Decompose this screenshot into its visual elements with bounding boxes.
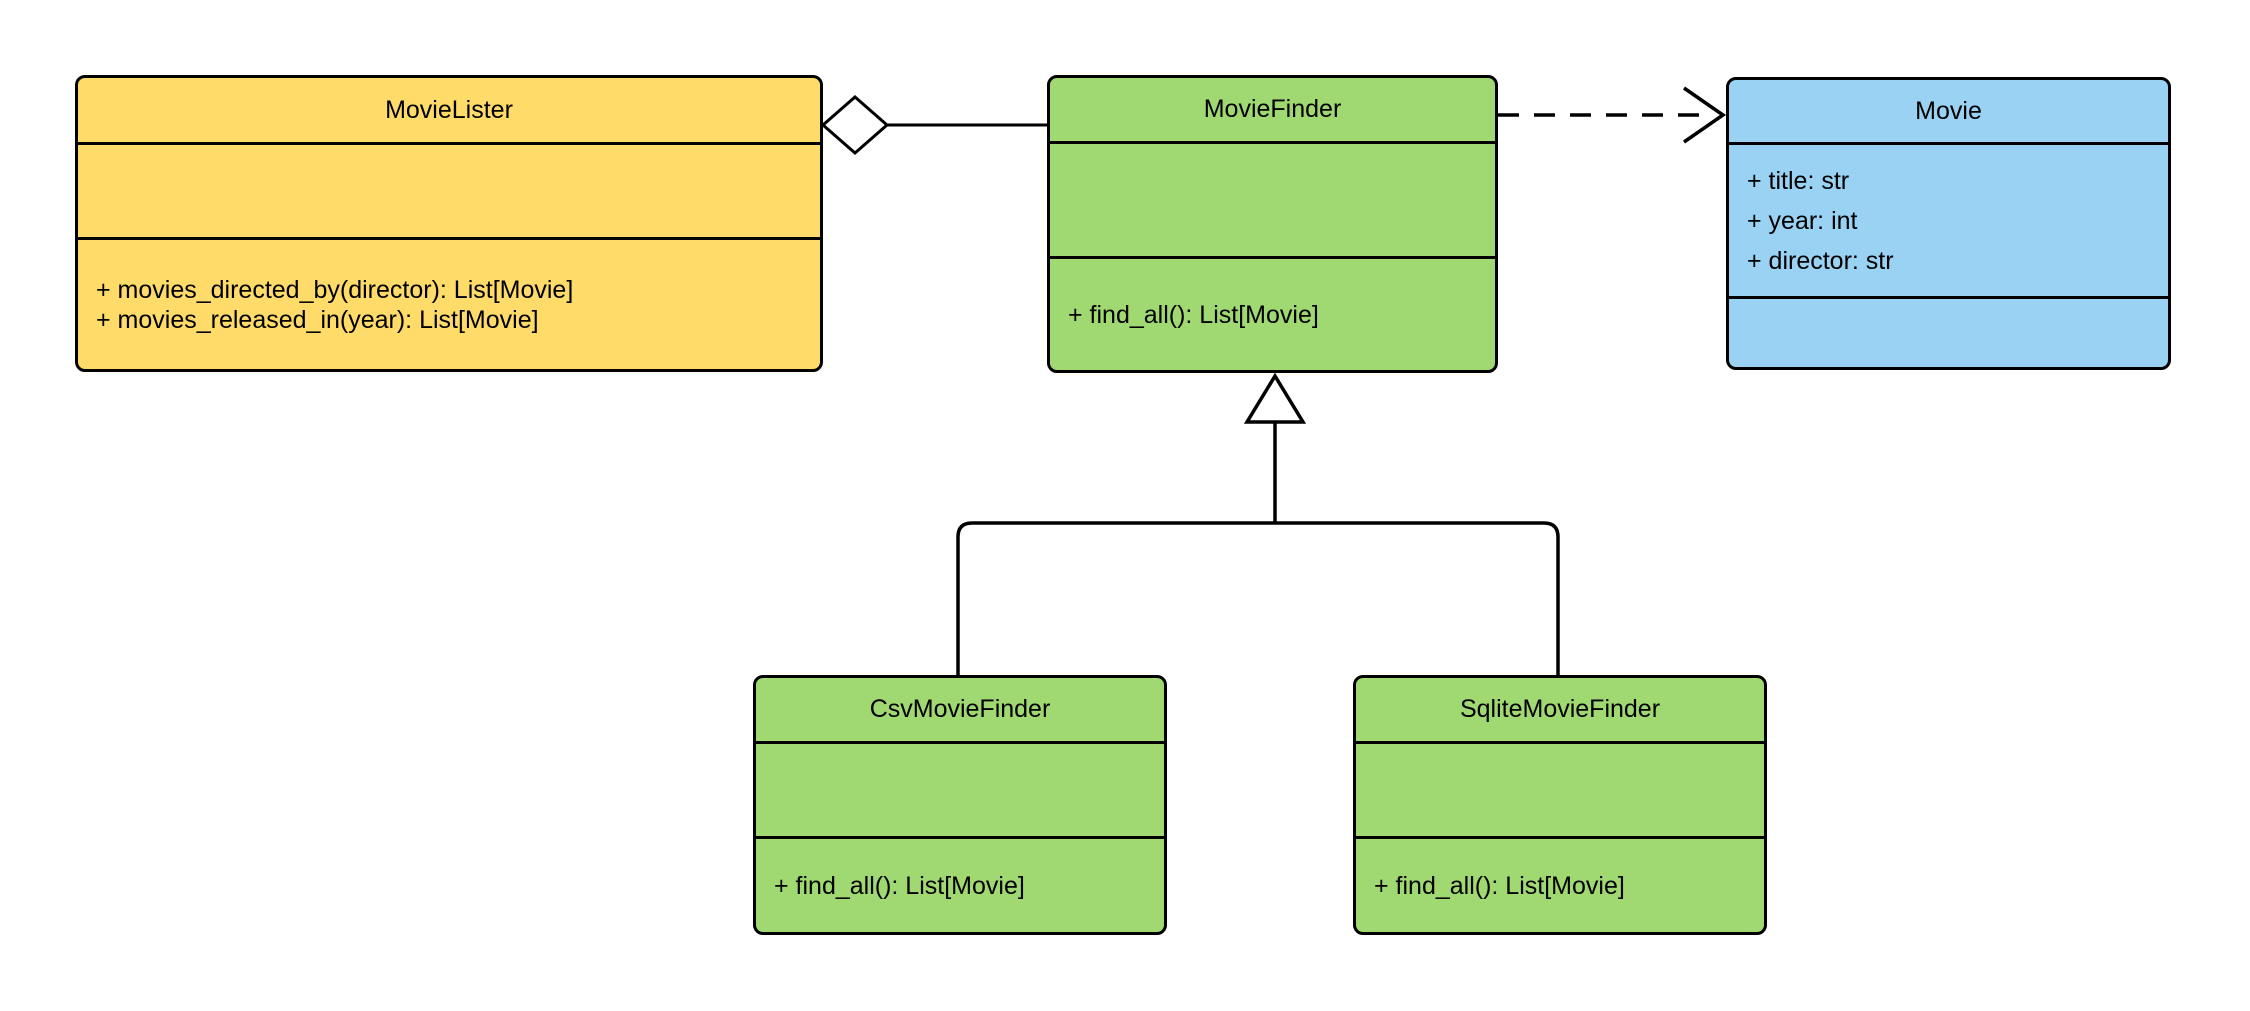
inheritance-connector[interactable] — [956, 372, 1560, 675]
attribute-year: + year: int — [1747, 206, 1858, 235]
class-movielister[interactable]: MovieLister + movies_directed_by(directo… — [75, 75, 823, 372]
class-sqlitemoviefinder-title: SqliteMovieFinder — [1356, 678, 1764, 744]
class-sqlitemoviefinder[interactable]: SqliteMovieFinder + find_all(): List[Mov… — [1353, 675, 1767, 935]
method-find-all: + find_all(): List[Movie] — [774, 871, 1025, 900]
aggregation-connector[interactable] — [820, 95, 1047, 155]
class-moviefinder[interactable]: MovieFinder + find_all(): List[Movie] — [1047, 75, 1498, 373]
class-csvmoviefinder-methods: + find_all(): List[Movie] — [756, 839, 1164, 932]
class-movielister-methods: + movies_directed_by(director): List[Mov… — [78, 240, 820, 369]
class-moviefinder-attributes — [1050, 144, 1495, 259]
class-movie-methods — [1729, 299, 2168, 367]
class-csvmoviefinder[interactable]: CsvMovieFinder + find_all(): List[Movie] — [753, 675, 1167, 935]
class-csvmoviefinder-title: CsvMovieFinder — [756, 678, 1164, 744]
class-moviefinder-methods: + find_all(): List[Movie] — [1050, 259, 1495, 370]
method-movies-directed-by: + movies_directed_by(director): List[Mov… — [96, 275, 574, 304]
method-movies-released-in: + movies_released_in(year): List[Movie] — [96, 305, 539, 334]
aggregation-diamond-icon — [820, 95, 890, 155]
dependency-open-arrow-icon — [1683, 86, 1727, 144]
dependency-connector[interactable] — [1498, 86, 1727, 144]
class-moviefinder-title: MovieFinder — [1050, 78, 1495, 144]
method-find-all: + find_all(): List[Movie] — [1068, 300, 1319, 329]
class-movielister-title: MovieLister — [78, 78, 820, 145]
method-find-all: + find_all(): List[Movie] — [1374, 871, 1625, 900]
class-sqlitemoviefinder-attributes — [1356, 744, 1764, 839]
attribute-director: + director: str — [1747, 246, 1894, 275]
class-csvmoviefinder-attributes — [756, 744, 1164, 839]
inheritance-branch-path — [956, 521, 1560, 675]
class-movie[interactable]: Movie + title: str + year: int + directo… — [1726, 77, 2171, 370]
class-movie-title: Movie — [1729, 80, 2168, 145]
class-sqlitemoviefinder-methods: + find_all(): List[Movie] — [1356, 839, 1764, 932]
class-movielister-attributes — [78, 145, 820, 240]
attribute-title: + title: str — [1747, 166, 1850, 195]
inheritance-triangle-icon — [1243, 372, 1307, 424]
class-movie-attributes: + title: str + year: int + director: str — [1729, 145, 2168, 299]
